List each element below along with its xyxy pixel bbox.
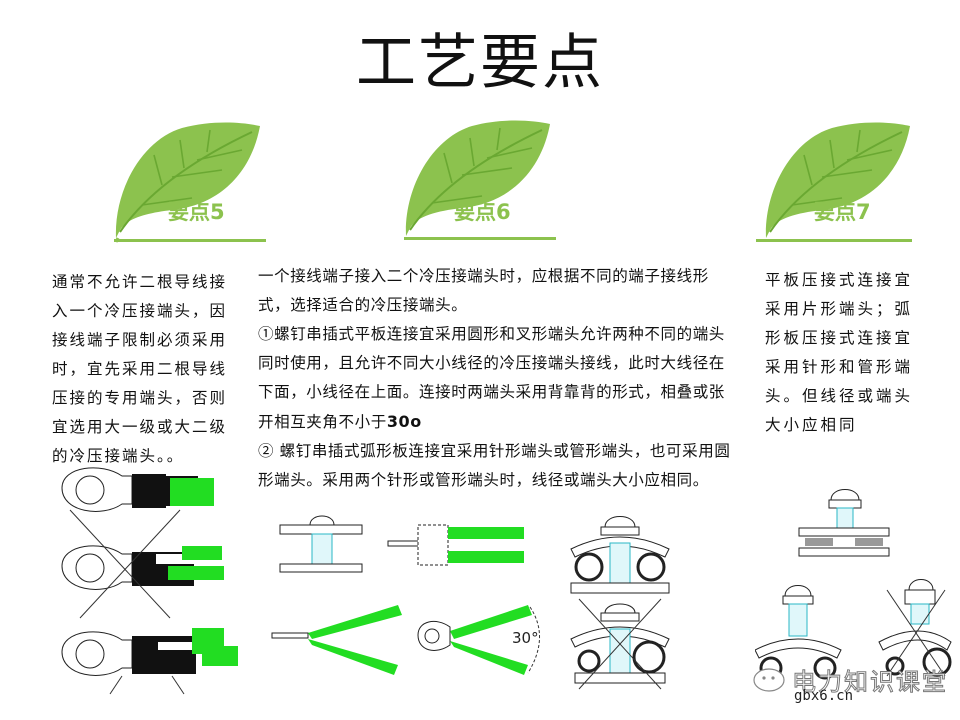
ring-terminal-30-degree: 30° [417,605,540,675]
point-7-label: 要点7 [814,200,871,224]
point-6-paragraph-1-text: ①螺钉串插式平板连接宜采用圆形和叉形端头允许两种不同的端头同时使用，且允许不同大… [258,325,725,431]
flat-plate-screw [279,515,363,573]
pin-terminal-two-wires [387,524,524,566]
pin-terminal-v-spread [271,605,402,675]
arc-plate-clamp-wrong [878,579,952,677]
leaf-icon [114,122,266,243]
arc-plate-figure [570,516,670,690]
point-5-paragraph: 通常不允许二根导线接入一个冷压接端头，因接线端子限制必须采用时，宜先采用二根导线… [52,273,228,465]
ring-terminal-wrong-1 [61,509,224,619]
arc-plate-wrong [570,598,670,690]
point-7-paragraph: 平板压接式连接宜采用片形端头；弧形板压接式连接宜采用针形和管形端头。但线径或端头… [765,271,914,434]
point-7-header: 要点7 [752,110,922,250]
ring-terminal-figure [61,467,238,695]
watermark-url: gbx6.cn [794,688,854,704]
angle-label: 30° [512,629,539,647]
angle-value: 30o [386,412,422,431]
point-5-header: 要点5 [102,110,272,250]
point-6-paragraph-2: ② 螺钉串插式弧形板连接宜采用针形端头或管形端头，也可采用圆形端头。采用两个针形… [258,442,731,489]
point-6-label: 要点6 [454,200,511,224]
flat-arc-clamp-figure [755,489,952,680]
flat-plate-pin-figure: 30° [271,515,540,675]
point-7-text: 平板压接式连接宜采用片形端头；弧形板压接式连接宜采用针形和管形端头。但线径或端头… [765,266,915,440]
flat-plate-clamp [798,489,890,557]
leaf-icon [404,120,556,240]
point-5-label: 要点5 [168,200,225,224]
arc-plate-correct [570,516,670,594]
watermark-text: 电力知识课堂 [792,668,948,697]
point-6-paragraph-intro: 一个接线端子接入二个冷压接端头时，应根据不同的端子接线形式，选择适合的冷压接端头… [258,267,709,314]
wechat-icon [753,668,785,692]
point-5-text: 通常不允许二根导线接入一个冷压接端头，因接线端子限制必须采用时，宜先采用二根导线… [52,268,242,471]
ring-terminal-wrong-2 [61,628,238,695]
arc-plate-clamp-correct [755,585,842,680]
ring-terminal-correct [61,467,214,512]
point-6-paragraph-1: ①螺钉串插式平板连接宜采用圆形和叉形端头允许两种不同的端头同时使用，且允许不同大… [258,320,738,437]
watermark: 电力知识课堂 gbx6.cn [752,662,952,704]
point-6-text: 一个接线端子接入二个冷压接端头时，应根据不同的端子接线形式，选择适合的冷压接端头… [258,262,738,495]
point-6-header: 要点6 [392,108,562,248]
page-title: 工艺要点 [356,28,604,98]
leaf-icon [756,122,912,242]
